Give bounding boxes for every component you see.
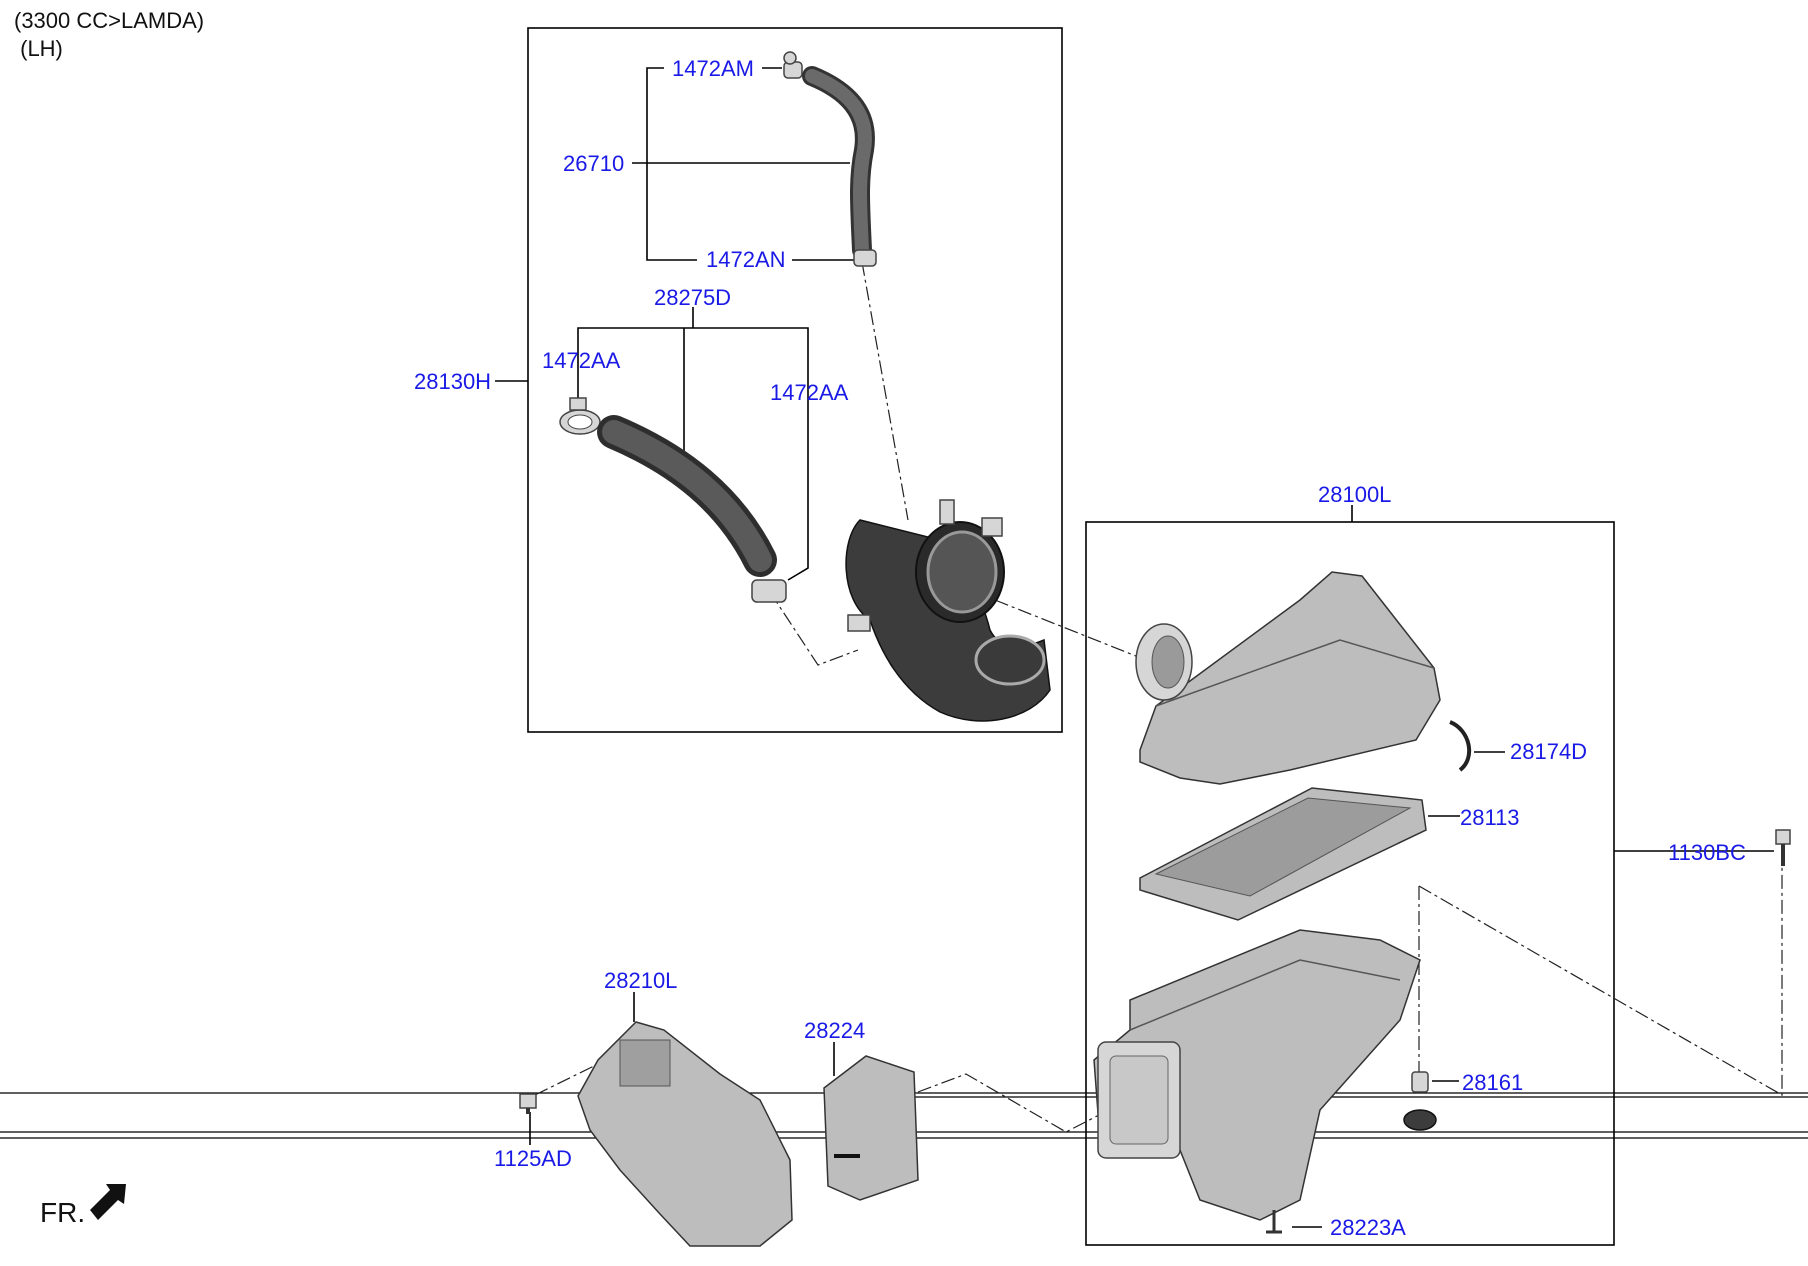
label-1125ad: 1125AD (494, 1146, 572, 1171)
bolt-1130bc (1775, 829, 1791, 866)
label-1472aa-left: 1472AA (542, 348, 621, 373)
screw-28223a (1266, 1210, 1282, 1234)
air-filter-28113 (1139, 787, 1427, 921)
side-spec-label: (LH) (14, 36, 63, 61)
air-cleaner-body (1093, 929, 1421, 1221)
label-26710: 26710 (563, 151, 624, 176)
label-28174d: 28174D (1510, 739, 1587, 764)
label-28113: 28113 (1460, 805, 1520, 830)
label-28161: 28161 (1462, 1070, 1523, 1095)
label-1472aa-right: 1472AA (770, 380, 849, 405)
clamp-1472am (783, 51, 803, 79)
clamp-1472aa-right (751, 579, 787, 603)
label-1472am: 1472AM (672, 56, 754, 81)
clamp-1472aa-left (559, 397, 601, 435)
air-cleaner-cover-28100l (1135, 571, 1441, 785)
part-labels: 1472AM 26710 1472AN 28275D 1472AA 1472AA… (414, 56, 1746, 1240)
insulator-28161 (1403, 1071, 1437, 1131)
intake-duct-28210l (577, 1021, 793, 1247)
engine-spec-label: (3300 CC>LAMDA) (14, 8, 205, 33)
label-1130bc: 1130BC (1668, 840, 1746, 865)
label-28275d: 28275D (654, 285, 731, 310)
label-28223a: 28223A (1330, 1215, 1406, 1240)
resonator-28224 (823, 1055, 919, 1201)
bolt-1125ad (519, 1093, 537, 1114)
leader-lines (495, 67, 1774, 1228)
label-28210l: 28210L (604, 968, 677, 993)
clamp-1472an (853, 249, 877, 267)
label-28130h: 28130H (414, 369, 491, 394)
front-arrow-icon (90, 1184, 126, 1220)
air-duct-28130h (845, 499, 1051, 722)
label-28224: 28224 (804, 1018, 865, 1043)
label-28100l: 28100L (1318, 482, 1391, 507)
clip-28174d (1449, 720, 1471, 772)
label-1472an: 1472AN (706, 247, 786, 272)
group-box-28130h (527, 27, 1063, 733)
group-box-28100l (1085, 521, 1615, 1246)
front-marker-label: FR. (40, 1197, 85, 1228)
